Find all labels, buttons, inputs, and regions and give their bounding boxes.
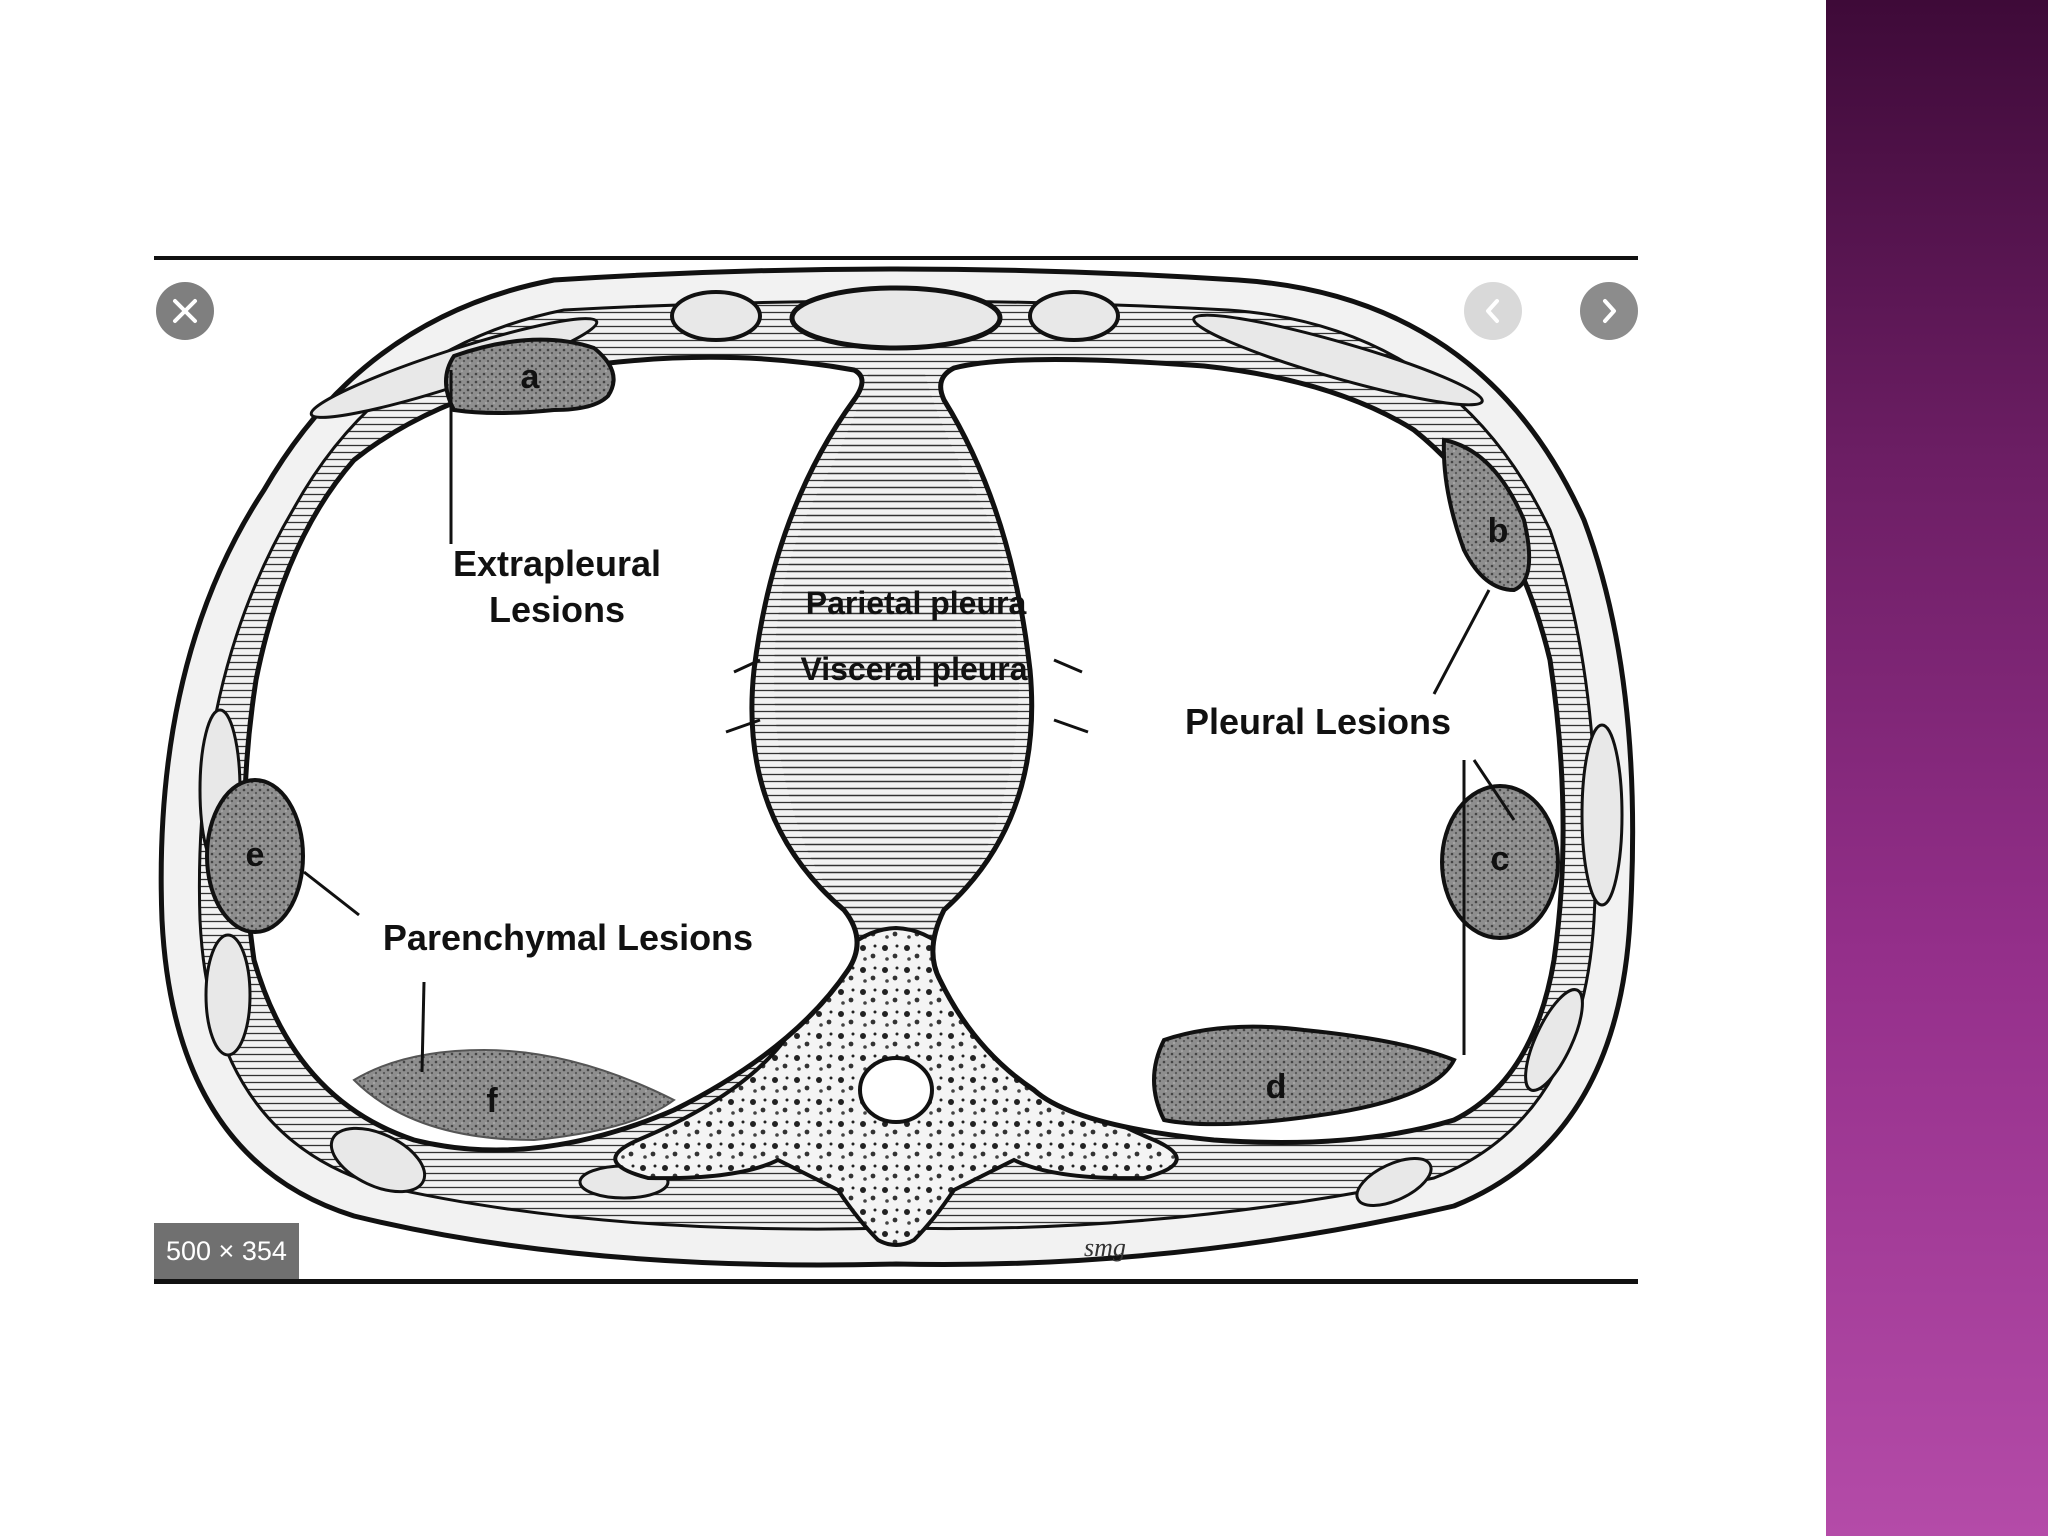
extrapleural-lesions-label-line2: Lesions xyxy=(489,589,625,630)
next-image-button[interactable] xyxy=(1580,282,1638,340)
pleural-lesions-label: Pleural Lesions xyxy=(1185,701,1451,742)
parenchymal-lesions-label: Parenchymal Lesions xyxy=(383,917,753,958)
chevron-left-icon xyxy=(1486,299,1499,323)
lesion-e-label: e xyxy=(246,836,265,874)
lung-right xyxy=(930,356,1566,1145)
rib xyxy=(1192,313,1484,407)
image-viewer: a b c d e f Extrapleural Lesions Parieta… xyxy=(154,256,1638,1284)
extrapleural-lesions-label-line1: Extrapleural xyxy=(453,543,661,584)
rib xyxy=(204,933,252,1057)
lesion-b-label: b xyxy=(1488,512,1509,550)
close-button[interactable] xyxy=(156,282,214,340)
image-dimensions-badge: 500 × 354 xyxy=(154,1223,299,1279)
close-icon xyxy=(173,299,197,323)
viewer-top-border xyxy=(154,256,1638,260)
lesion-d xyxy=(1152,1024,1457,1127)
chevron-right-icon xyxy=(1603,299,1616,323)
parietal-pleura-label: Parietal pleura xyxy=(806,585,1027,621)
lesion-a xyxy=(444,337,616,415)
rib xyxy=(670,290,762,342)
thorax-cross-section-diagram: a b c d e f Extrapleural Lesions Parieta… xyxy=(158,266,1636,1268)
rib xyxy=(1355,1157,1433,1207)
sternum xyxy=(789,285,1003,351)
rib xyxy=(1580,723,1624,907)
lesion-a-label: a xyxy=(521,358,541,396)
previous-image-button[interactable] xyxy=(1464,282,1522,340)
decorative-sidebar xyxy=(1826,0,2048,1536)
lesion-d-label: d xyxy=(1266,1068,1287,1106)
lesion-f-label: f xyxy=(486,1082,498,1120)
rib xyxy=(1028,290,1120,342)
lesion-c xyxy=(1440,784,1560,940)
rib xyxy=(1524,988,1584,1092)
spinal-canal xyxy=(858,1056,934,1124)
lesion-e xyxy=(205,778,305,934)
lesion-b xyxy=(1441,437,1532,593)
rib xyxy=(329,1126,427,1194)
visceral-pleura-label: Visceral pleura xyxy=(800,651,1027,687)
leader-lines xyxy=(303,370,1516,1073)
mediastinum xyxy=(774,370,1019,950)
lesion-c-label: c xyxy=(1491,840,1510,878)
artist-signature: smg xyxy=(1084,1233,1126,1262)
lung-left xyxy=(241,354,865,1153)
viewer-bottom-border xyxy=(154,1279,1638,1284)
lesion-f xyxy=(352,1048,676,1142)
